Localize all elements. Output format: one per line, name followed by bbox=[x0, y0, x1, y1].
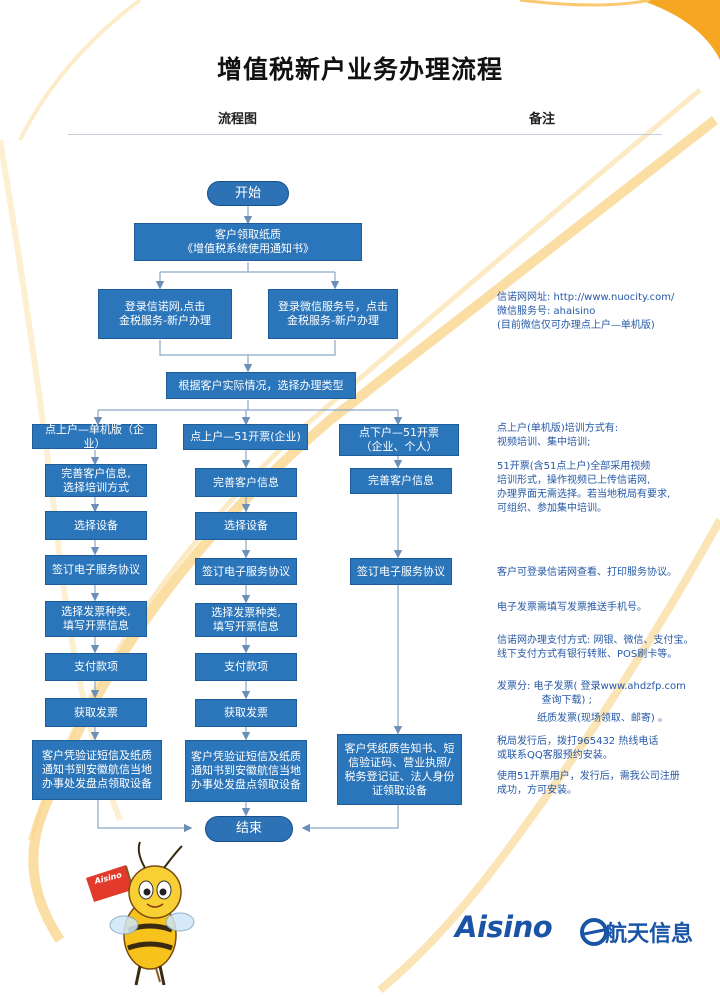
flow-choose-type: 根据客户实际情况，选择办理类型 bbox=[166, 372, 356, 399]
page-title: 增值税新户业务办理流程 bbox=[216, 55, 503, 84]
flow-end: 结束 bbox=[205, 816, 293, 842]
branch-2-step-3: 签订电子服务协议 bbox=[195, 558, 297, 585]
note-3: 51开票(含51点上户)全部采用视频培训形式，操作视频已上传信诺网,办理界面无需… bbox=[497, 461, 671, 514]
header-divider bbox=[68, 134, 662, 135]
logo-chinese: 航天信息 bbox=[605, 922, 694, 947]
note-6: 信诺网办理支付方式: 网银、微信、支付宝。线下支付方式有银行转账、POS刷卡等。 bbox=[497, 635, 694, 660]
note-10: 使用51开票用户，发行后，需我公司注册成功，方可安装。 bbox=[497, 771, 680, 796]
branch-3-step-1: 完善客户信息 bbox=[350, 468, 452, 494]
flow-start: 开始 bbox=[207, 181, 289, 206]
column-header-flow: 流程图 bbox=[218, 112, 258, 127]
flow-register-web: 登录信诺网,点击金税服务-新户办理 bbox=[98, 289, 232, 339]
column-header-notes: 备注 bbox=[529, 112, 556, 127]
branch-1-step-2: 选择设备 bbox=[45, 511, 147, 540]
branch-2-step-4: 选择发票种类,填写开票信息 bbox=[195, 603, 297, 637]
note-5: 电子发票需填写发票推送手机号。 bbox=[497, 602, 647, 613]
branch-3-step-2: 签订电子服务协议 bbox=[350, 558, 452, 585]
branch-1-step-4: 选择发票种类,填写开票信息 bbox=[45, 601, 147, 637]
branch-2-step-1: 完善客户信息 bbox=[195, 468, 297, 497]
branch-1-step-7: 客户凭验证短信及纸质通知书到安徽航信当地办事处发盘点领取设备 bbox=[32, 740, 162, 800]
note-1: 信诺网网址: http://www.nuocity.com/微信服务号: aha… bbox=[497, 292, 675, 331]
flow-receive-notice: 客户领取纸质《增值税系统使用通知书》 bbox=[134, 223, 362, 261]
branch-1-header: 点上户—单机版（企业） bbox=[32, 423, 157, 450]
note-2: 点上户(单机版)培训方式有:视频培训、集中培训; bbox=[497, 423, 619, 448]
branch-2-step-7: 客户凭验证短信及纸质通知书到安徽航信当地办事处发盘点领取设备 bbox=[185, 740, 307, 802]
branch-1-step-3: 签订电子服务协议 bbox=[45, 555, 147, 585]
branch-2-header: 点上户—51开票(企业) bbox=[183, 424, 308, 450]
note-8: 纸质发票(现场领取、邮寄) 。 bbox=[537, 713, 668, 724]
aisino-logo-icon bbox=[580, 918, 608, 946]
note-4: 客户可登录信诺网查看、打印服务协议。 bbox=[497, 567, 677, 578]
branch-3-step-3: 客户凭纸质告知书、短信验证码、营业执照/税务登记证、法人身份证领取设备 bbox=[337, 734, 462, 805]
branch-3-header: 点下户—51开票（企业、个人） bbox=[339, 424, 459, 456]
branch-1-step-6: 获取发票 bbox=[45, 698, 147, 727]
branch-1-step-1: 完善客户信息,选择培训方式 bbox=[45, 464, 147, 497]
branch-1-step-5: 支付款项 bbox=[45, 653, 147, 681]
bee-mascot-icon bbox=[86, 841, 195, 986]
flow-register-wechat: 登录微信服务号，点击金税服务-新户办理 bbox=[268, 289, 398, 339]
branch-2-step-6: 获取发票 bbox=[195, 699, 297, 727]
note-7: 发票分: 电子发票( 登录www.ahdzfp.com 查询下载) ; bbox=[497, 681, 686, 706]
logo-latin: Aisino bbox=[455, 910, 553, 944]
branch-2-step-5: 支付款项 bbox=[195, 653, 297, 681]
branch-2-step-2: 选择设备 bbox=[195, 512, 297, 540]
note-9: 税局发行后，拨打965432 热线电话或联系QQ客服预约安装。 bbox=[497, 736, 659, 761]
